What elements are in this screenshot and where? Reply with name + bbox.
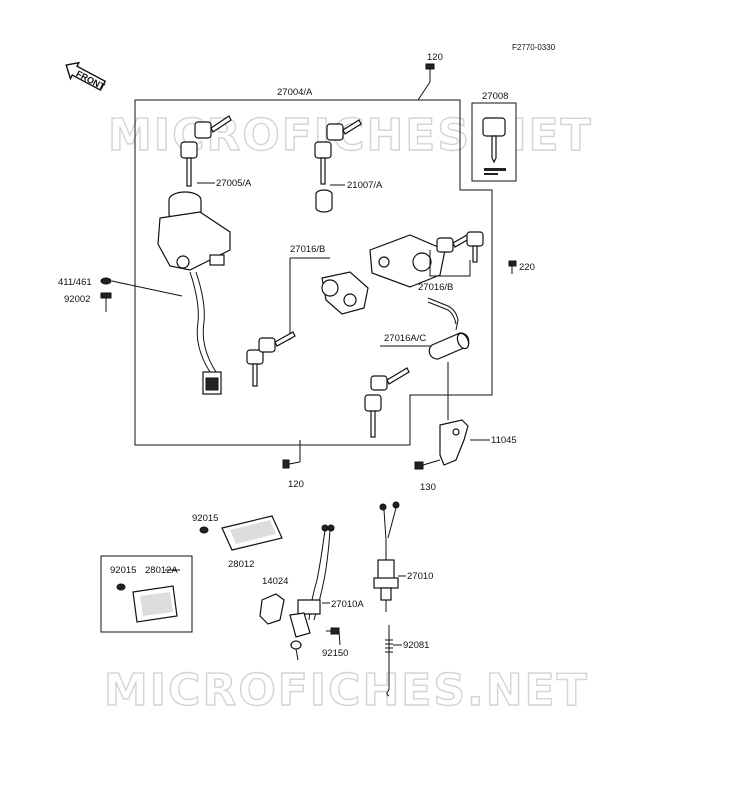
label-11045: 11045 <box>491 435 517 446</box>
key-pair-21007A <box>314 119 362 213</box>
seat-lock-27016B-right <box>369 231 484 288</box>
label-27004A: 27004/A <box>277 87 313 98</box>
screw-92150 <box>326 627 340 635</box>
ignition-switch-27005A <box>157 191 231 395</box>
label-120-bottom: 120 <box>288 479 304 490</box>
screw-130 <box>414 459 441 470</box>
screw-120-top <box>417 63 435 101</box>
bolt-92002 <box>100 292 112 312</box>
washer-411-461 <box>100 277 183 297</box>
front-arrow-icon: FRONT <box>65 61 107 93</box>
label-27016B-right: 27016/B <box>418 282 453 293</box>
spring-92081 <box>385 625 393 697</box>
label-120-top: 120 <box>427 52 443 63</box>
label-411-461: 411/461 <box>58 277 92 288</box>
label-92015-a: 92015 <box>192 513 218 524</box>
label-92150: 92150 <box>322 648 348 659</box>
figure-id: F2770-0330 <box>512 43 556 52</box>
label-27005A: 27005/A <box>216 178 252 189</box>
switch-27010A <box>289 524 335 661</box>
label-130: 130 <box>420 482 436 493</box>
screw-120-bottom <box>282 440 301 469</box>
screw-220 <box>508 260 517 274</box>
label-27016B-left: 27016/B <box>290 244 325 255</box>
label-27008: 27008 <box>482 91 508 102</box>
helmet-lock-27016B-left <box>246 257 369 387</box>
label-21007A: 21007/A <box>347 180 383 191</box>
key-pair-27005A <box>180 115 232 187</box>
label-92081: 92081 <box>403 640 429 651</box>
label-27010: 27010 <box>407 571 433 582</box>
label-92015-b: 92015 <box>110 565 136 576</box>
label-27016AC: 27016A/C <box>384 333 426 344</box>
label-14024: 14024 <box>262 576 288 587</box>
label-28012A: 28012A <box>145 565 178 576</box>
reflector-28012A <box>100 555 193 633</box>
part-labels: 120 27004/A 27008 27005/A 21007/A 27016/… <box>58 52 535 659</box>
watermark-bottom: MICROFICHES.NET <box>104 665 589 716</box>
switch-27010 <box>373 501 400 612</box>
lock-cylinder-27016AC <box>364 297 470 438</box>
leader-lines <box>165 182 490 646</box>
label-220: 220 <box>519 262 535 273</box>
part-27008-keytag <box>471 102 517 182</box>
frame-27004A <box>134 99 493 446</box>
label-27010A: 27010A <box>331 599 364 610</box>
reflector-28012 <box>199 515 283 551</box>
bracket-11045 <box>439 419 478 466</box>
label-92002: 92002 <box>64 294 90 305</box>
front-label: FRONT <box>74 69 107 93</box>
clamp-14024 <box>259 593 285 625</box>
label-28012: 28012 <box>228 559 254 570</box>
